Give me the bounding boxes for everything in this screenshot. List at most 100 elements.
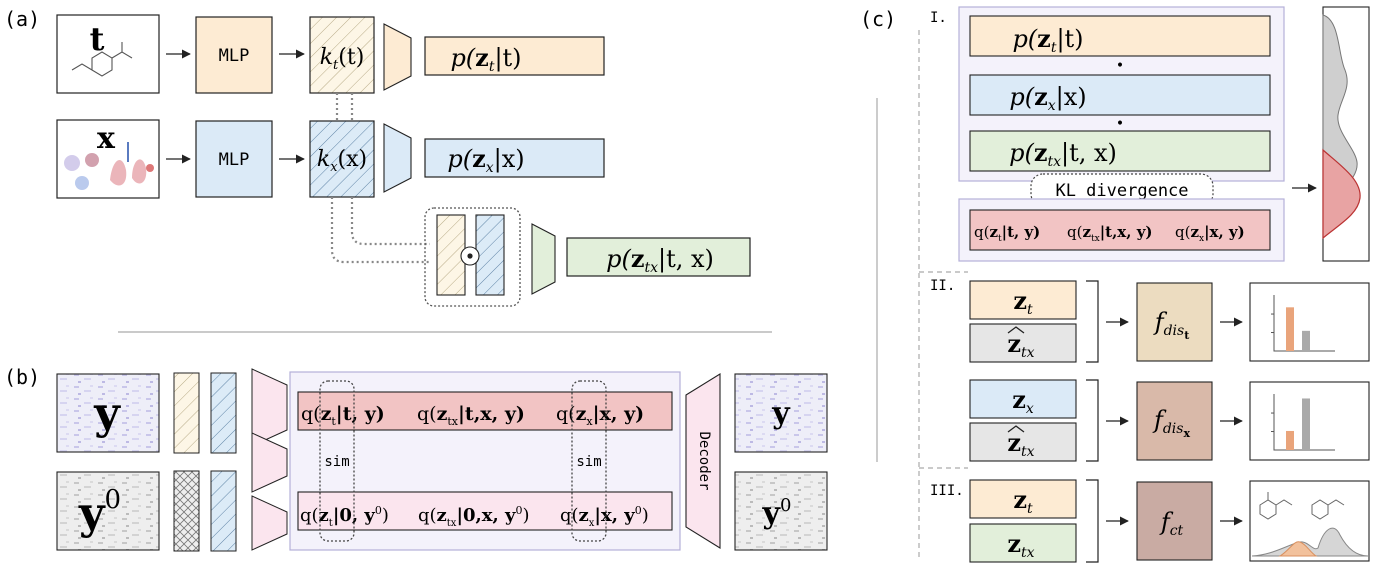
posterior-top-1: q(zt|t, y) (301, 403, 385, 428)
mlp-x-block (195, 120, 273, 198)
f-dis-x-label: fdisx (1152, 406, 1191, 440)
z-tx-hat-box-3 (969, 422, 1077, 462)
z-t-box-2 (969, 280, 1077, 320)
c-posterior-3: q(zx|x, y) (1175, 223, 1245, 244)
f-dis-x-block (1136, 381, 1213, 461)
z-x-label: zx (1012, 385, 1034, 417)
reconstruction-y0-image (734, 471, 828, 551)
posterior-row-y (297, 391, 673, 431)
kernel-t-block (309, 16, 375, 94)
roman-2: II. (930, 278, 955, 294)
decoder-label: Decoder (696, 431, 712, 490)
z-tx-label-3: ztx (1007, 529, 1034, 561)
decoder-block (685, 373, 721, 549)
projection-t (383, 23, 412, 91)
hadamard-x-block (475, 214, 505, 296)
z-tx-hat-label-3: ztx (1007, 428, 1034, 460)
expression-y-image (56, 373, 160, 453)
posterior-top-3: q(zx|x, y) (556, 403, 644, 428)
kernel-x-strip-2 (210, 470, 237, 552)
kl-divergence-badge (1030, 173, 1214, 207)
encoder-head-3 (251, 495, 288, 551)
z-tx-hat-box-2 (969, 323, 1077, 363)
prior-tx-box (566, 237, 751, 277)
panel-label-c: (c) (860, 7, 896, 31)
f-dis-t-block (1136, 282, 1213, 362)
projection-tx (531, 223, 556, 295)
prior-t-box (424, 36, 605, 76)
sim-left-label: sim (324, 454, 349, 470)
c-prior-t-box (969, 15, 1271, 57)
molecule-input-box: t (56, 14, 160, 94)
projection-x (383, 123, 412, 193)
posterior-row-y0 (297, 491, 673, 531)
kernel-zero-strip (173, 470, 200, 552)
distribution-plot (1322, 6, 1370, 262)
c-posterior-1: q(zt|t, y) (974, 223, 1040, 244)
y0-output-label: y0 (762, 495, 792, 531)
posterior-bottom-2: q(ztx|0,x, y0) (418, 504, 530, 529)
c-prior-x-label: p(zx|x) (1009, 82, 1086, 114)
bar-chart-2 (1271, 394, 1335, 451)
input-x-label: x (97, 121, 116, 156)
c-prior-t-label: p(zt|t) (1012, 24, 1083, 56)
posterior-top-2: q(ztx|t,x, y) (417, 403, 525, 428)
sim-bracket-left (319, 380, 355, 542)
product-dot-2: • (1116, 116, 1124, 132)
cell-image-box: x (56, 119, 160, 199)
c-posterior-row (969, 209, 1271, 251)
combination-plot (1249, 480, 1370, 562)
z-tx-box-3 (969, 523, 1077, 563)
bar-orange (1286, 430, 1294, 450)
encoder-head-2 (251, 432, 288, 493)
hadamard-group (424, 207, 521, 307)
c-posterior-2: q(ztx|t,x, y) (1067, 223, 1153, 244)
hadamard-t-block (436, 214, 466, 296)
sim-bracket-right (571, 380, 607, 542)
sim-right-label: sim (576, 454, 601, 470)
reconstruction-y-image (734, 373, 828, 453)
kernel-x-label: kx(x) (317, 147, 367, 175)
z-tx-hat-label-2: ztx (1007, 329, 1034, 361)
y-output-label: y (771, 396, 791, 431)
kernel-x-strip (210, 372, 237, 454)
c-prior-tx-box (969, 130, 1271, 172)
c-prior-tx-label: p(ztx|t, x) (1009, 138, 1117, 170)
panel-c: I. p(zt|t) • p(zx|x) • p(ztx|t, x) KL di… (930, 6, 1370, 563)
z-x-box (969, 379, 1077, 419)
roman-3: III. (930, 483, 964, 499)
c-prior-x-box (969, 74, 1271, 116)
expression-y0-image (56, 471, 160, 551)
kernel-t-label: kt(t) (320, 45, 365, 73)
panel-a: t MLP kt(t) p(zt|t) x MLP (56, 14, 751, 307)
z-t-box-3 (969, 479, 1077, 519)
panel-b: y y0 q(zt|t, y) q(ztx|t,x, y) q(zx|x, y)… (56, 368, 828, 552)
mlp-t-label: MLP (219, 46, 250, 66)
z-t-label-2: zt (1013, 286, 1033, 318)
bar-gray (1302, 330, 1310, 351)
bar-chart-1 (1271, 295, 1335, 352)
y0-label: y0 (78, 485, 121, 539)
z-t-label-3: zt (1013, 485, 1033, 517)
bar-orange (1286, 307, 1294, 351)
mlp-x-label: MLP (219, 150, 250, 170)
posterior-bottom-3: q(zx|x, y0) (560, 504, 649, 529)
input-t-label: t (90, 20, 105, 58)
f-ct-block (1136, 481, 1213, 561)
bar-gray (1302, 398, 1310, 450)
encoder-head-1 (251, 368, 288, 447)
prior-x-label: p(zx|x) (447, 144, 524, 176)
kernel-x-block (309, 120, 375, 198)
prior-x-box (424, 138, 605, 178)
prior-t-label: p(zt|t) (450, 43, 521, 75)
y-label: y (93, 388, 121, 439)
product-dot-1: • (1116, 58, 1124, 74)
kernel-t-strip (173, 372, 200, 454)
panel-label-b: (b) (4, 365, 40, 389)
prior-tx-label: p(ztx|t, x) (606, 244, 714, 276)
mlp-t-block (195, 16, 273, 94)
roman-1: I. (930, 10, 947, 26)
panel-label-a: (a) (4, 7, 40, 31)
kl-divergence-label: KL divergence (1055, 181, 1188, 201)
